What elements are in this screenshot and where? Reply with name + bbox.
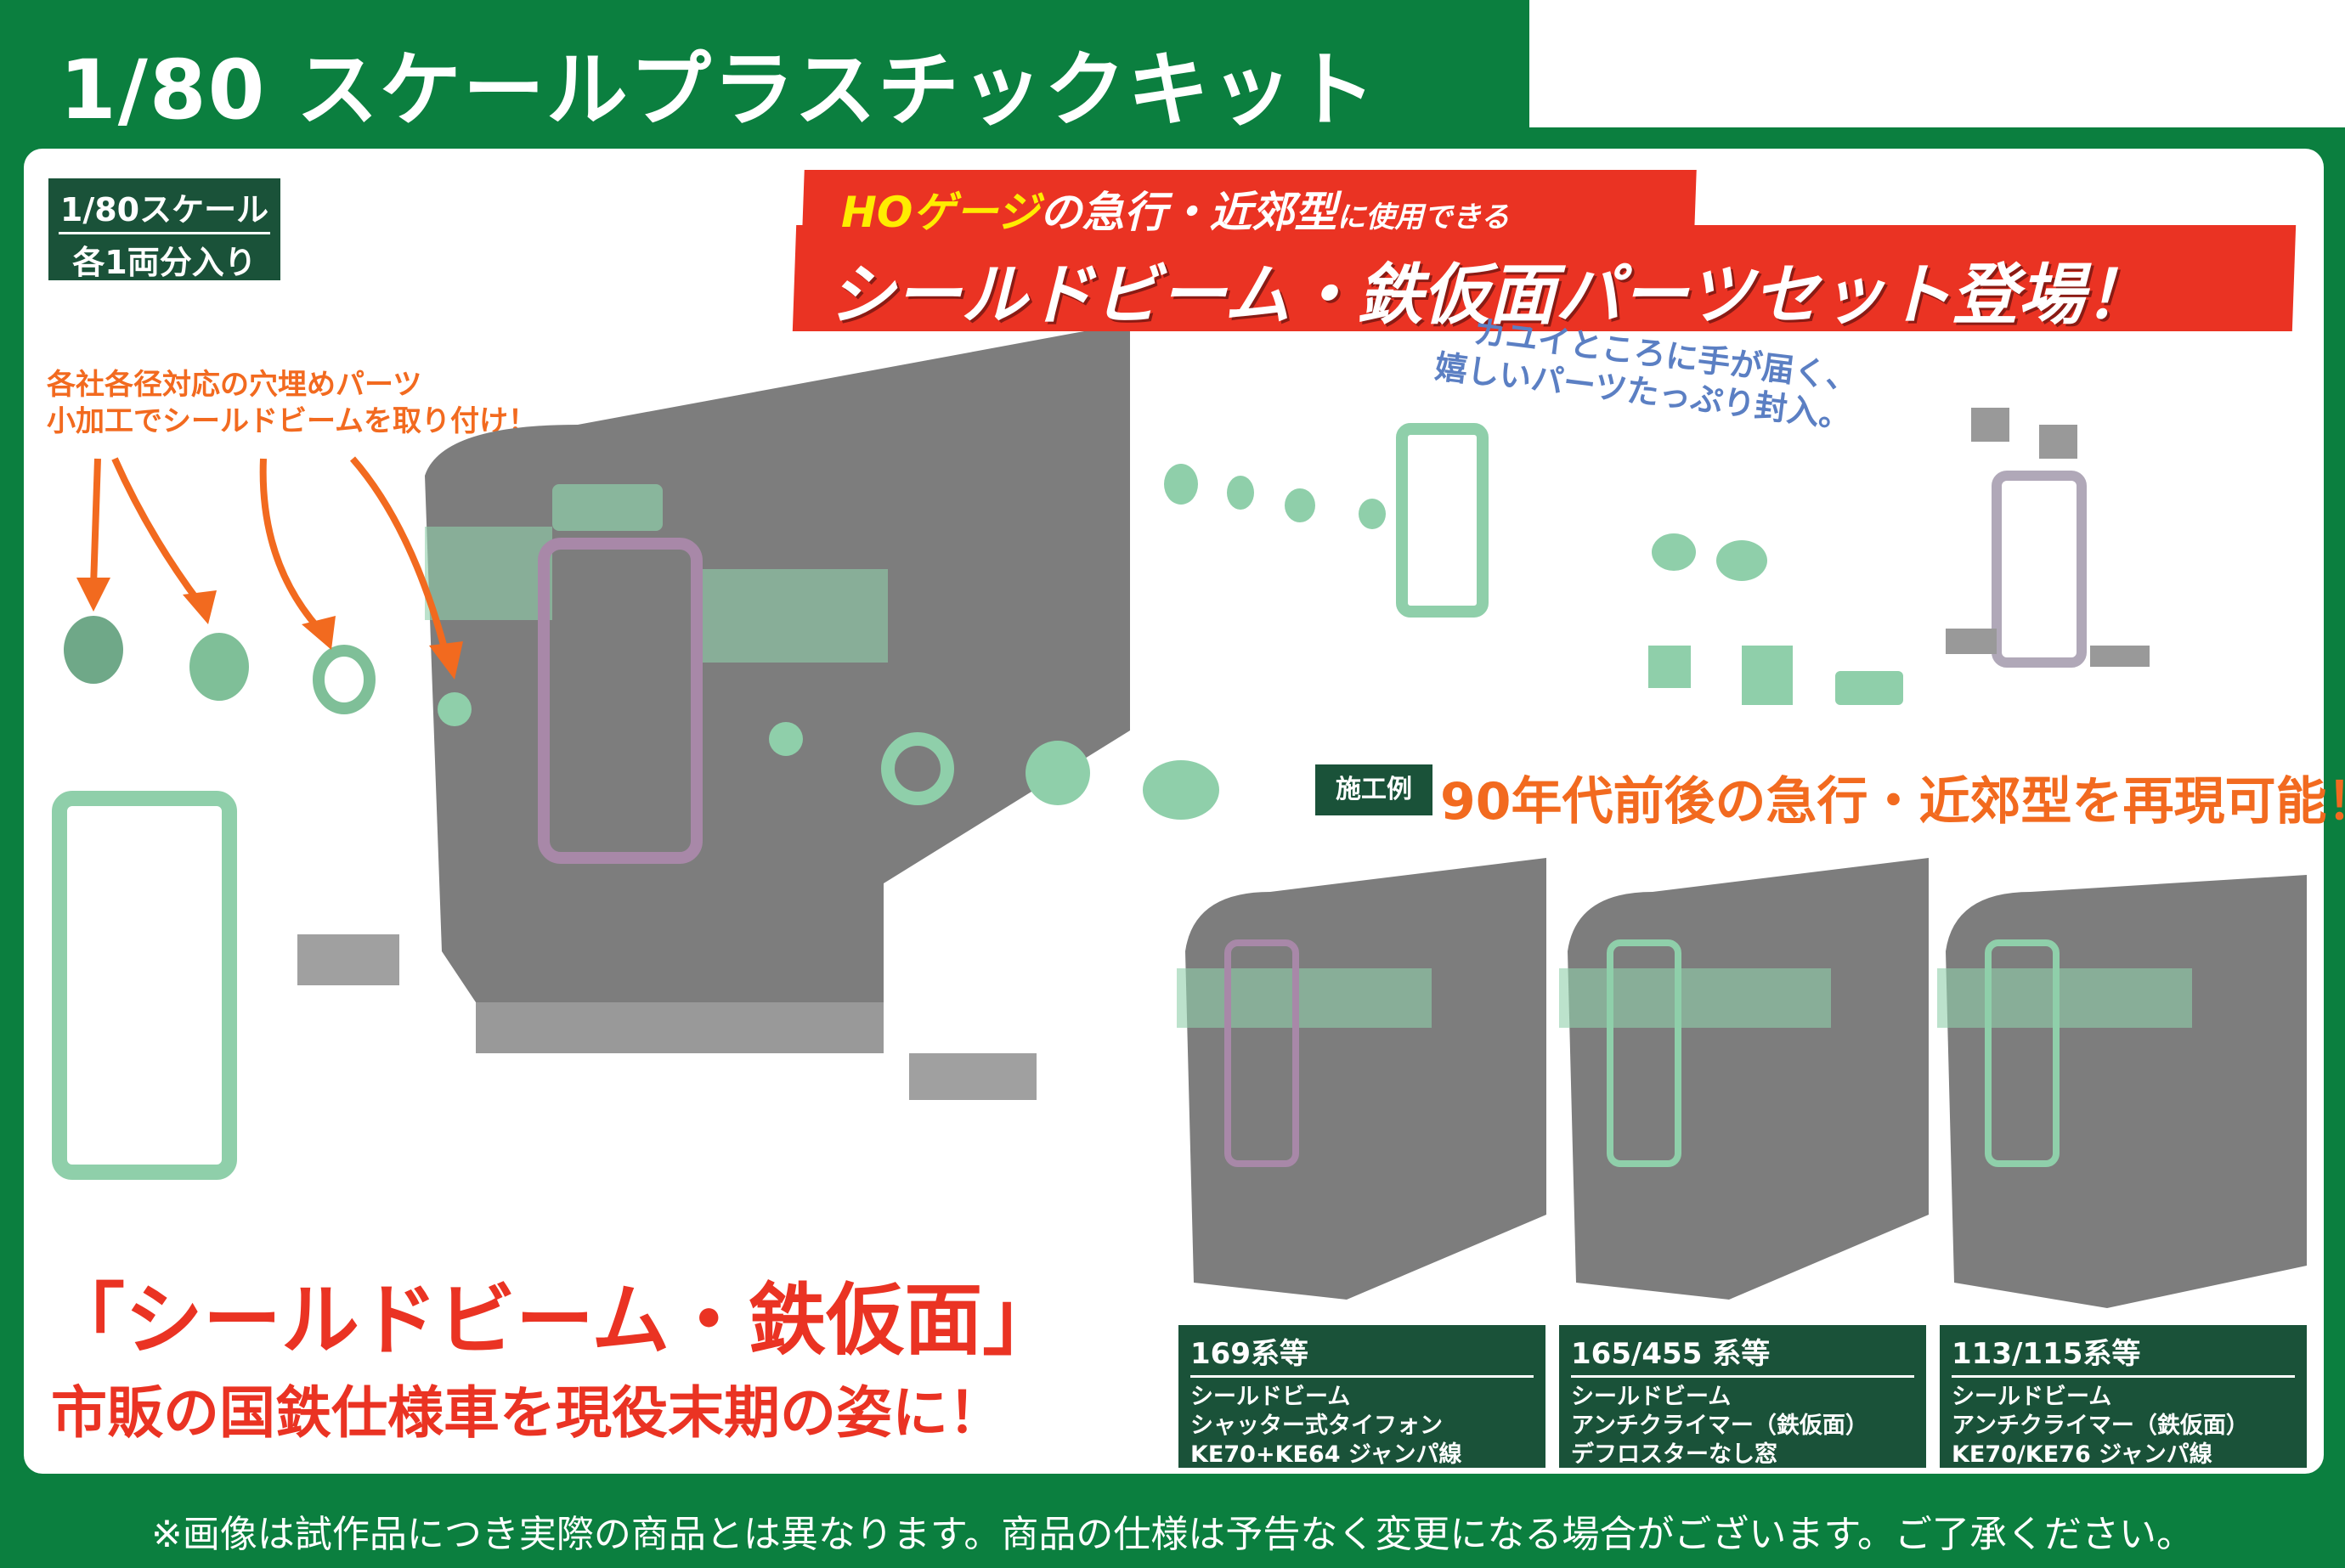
banner-subtitle-small: に使用できる [1336,200,1510,234]
caption-title: 169系等 [1190,1330,1534,1378]
caption-line: デフロスターなし窓 [1571,1441,1777,1468]
headline-line1: 「シールドビーム・鉄仮面」 [47,1275,1061,1366]
caption-line: アンチクライマー（鉄仮面） [1571,1413,1868,1439]
headline-line2: 市販の国鉄仕様車を現役末期の姿に！ [51,1380,1004,1446]
scale-badge: 1/80スケール 各1両分入り [48,178,280,281]
parts-illustration [1164,408,2150,705]
example-headline: 90年代前後の急行・近郊型を再現可能！ [1440,772,2345,832]
example-badge: 施工例 [1315,764,1432,815]
example-caption: 169系等 シールドビーム シャッター式タイフォン KE70+KE64 ジャンパ… [1178,1325,1545,1468]
caption-line: シールドビーム [1952,1384,2112,1410]
example-caption: 165/455 系等 シールドビーム アンチクライマー（鉄仮面） デフロスターな… [1559,1325,1926,1468]
example-photo-169 [1177,858,1546,1300]
caption-line: シールドビーム [1571,1384,1732,1410]
banner-subtitle: HOゲージの急行・近郊型に使用できる [841,178,1510,240]
caption-line: KE70/KE76 ジャンパ線 [1952,1441,2212,1468]
caption-title: 165/455 系等 [1571,1330,1914,1378]
banner-highlight: HOゲージ [841,188,1040,237]
main-train-illustration [52,323,1219,1180]
page-title: 1/80 スケールプラスチックキット [59,42,1377,138]
example-caption: 113/115系等 シールドビーム アンチクライマー（鉄仮面） KE70/KE7… [1940,1325,2307,1468]
scale-label: 1/80スケール [59,191,269,228]
header-background-cut [1529,0,2345,127]
banner-title: シールドビーム・鉄仮面パーツセット登場！ [828,257,2151,334]
footer-disclaimer: ※画像は試作品につき実際の商品とは異なります。商品の仕様は予告なく変更になる場合… [150,1513,2195,1556]
example-photo-165 [1559,858,1929,1300]
caption-line: シャッター式タイフォン [1190,1413,1443,1439]
arrows-icon [76,456,463,680]
caption-title: 113/115系等 [1952,1330,2295,1378]
caption-line: シールドビーム [1190,1384,1351,1410]
example-photo-113 [1937,875,2307,1308]
caption-line: アンチクライマー（鉄仮面） [1952,1413,2249,1439]
caption-line: KE70+KE64 ジャンパ線 [1190,1441,1462,1468]
parts-note-line2: 小加工でシールドビームを取り付け！ [47,404,537,438]
contents-label: 各1両分入り [72,244,257,281]
parts-note-line1: 各社各径対応の穴埋めパーツ [47,368,422,402]
banner-subtitle-text: の急行・近郊型 [1039,188,1337,237]
